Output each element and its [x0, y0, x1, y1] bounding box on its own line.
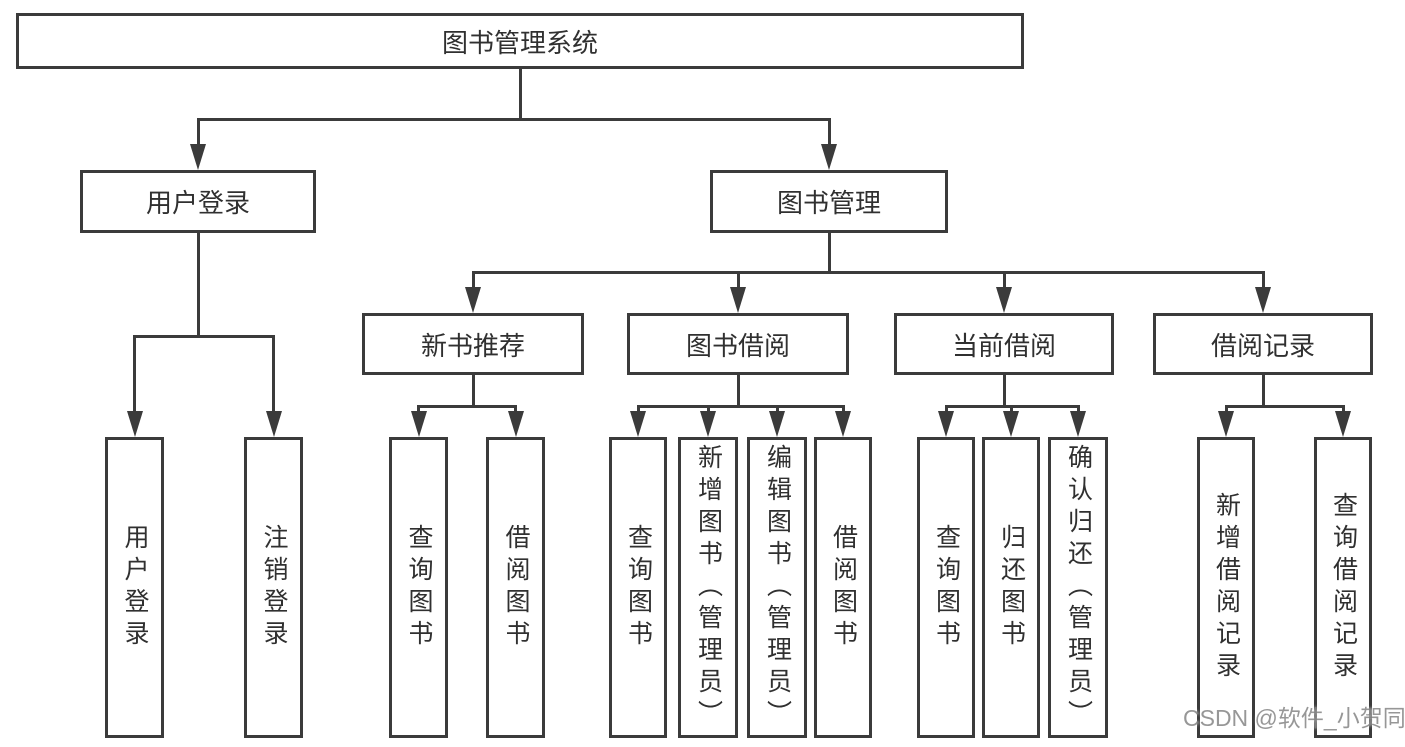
arrow-down-icon	[1255, 287, 1271, 313]
connector-line	[1009, 405, 1013, 414]
arrow-down-icon	[835, 411, 851, 437]
connector-line	[827, 233, 831, 274]
arrow-down-icon	[821, 144, 837, 170]
arrow-down-icon	[126, 411, 143, 437]
node-leaf-query-borrow-record: 查询借阅记录	[1314, 437, 1372, 738]
connector-line	[133, 335, 136, 413]
connector-line	[272, 335, 275, 413]
connector-line	[1261, 271, 1265, 289]
connector-line	[1002, 375, 1006, 408]
node-leaf-confirm-return-admin: 确认归还（管理员）	[1048, 437, 1108, 738]
connector-line	[736, 271, 740, 289]
connector-line	[775, 405, 779, 414]
connector-line	[514, 405, 517, 414]
arrow-down-icon	[190, 144, 206, 170]
node-leaf-borrow-books-borrow: 借阅图书	[814, 437, 872, 738]
arrow-down-icon	[265, 411, 282, 437]
node-book-management: 图书管理	[710, 170, 948, 233]
node-borrow-records: 借阅记录	[1153, 313, 1373, 375]
connector-line	[196, 233, 200, 338]
connector-line	[471, 271, 475, 289]
node-leaf-query-books-borrow: 查询图书	[609, 437, 667, 738]
connector-line	[1341, 405, 1345, 414]
arrow-down-icon	[938, 411, 954, 437]
connector-line	[736, 375, 740, 408]
connector-line	[471, 375, 475, 408]
connector-line	[1076, 405, 1080, 414]
csdn-watermark: CSDN @软件_小贺同学	[1183, 705, 1405, 731]
connector-line	[417, 405, 517, 408]
node-user-login: 用户登录	[80, 170, 316, 233]
connector-line	[706, 405, 710, 414]
node-current-borrowing: 当前借阅	[894, 313, 1114, 375]
node-book-borrowing: 图书借阅	[627, 313, 849, 375]
arrow-down-icon	[769, 411, 785, 437]
arrow-down-icon	[465, 287, 481, 313]
node-leaf-borrow-books-newbook: 借阅图书	[486, 437, 545, 738]
connector-line	[944, 405, 948, 414]
node-leaf-add-borrow-record: 新增借阅记录	[1197, 437, 1255, 738]
connector-line	[1261, 375, 1265, 408]
connector-line	[1224, 405, 1345, 408]
arrow-down-icon	[410, 411, 427, 437]
connector-line	[841, 405, 845, 414]
node-leaf-logout: 注销登录	[244, 437, 303, 738]
node-leaf-add-books-admin: 新增图书（管理员）	[678, 437, 738, 738]
connector-line	[636, 405, 845, 408]
connector-line	[1002, 271, 1006, 289]
arrow-down-icon	[1218, 411, 1234, 437]
node-root-library-system: 图书管理系统	[16, 13, 1024, 69]
node-leaf-query-books-newbook: 查询图书	[389, 437, 448, 738]
node-leaf-return-books: 归还图书	[982, 437, 1040, 738]
connector-line	[518, 69, 522, 120]
node-leaf-edit-books-admin: 编辑图书（管理员）	[747, 437, 807, 738]
connector-line	[636, 405, 640, 414]
arrow-down-icon	[1335, 411, 1351, 437]
arrow-down-icon	[1003, 411, 1019, 437]
arrow-down-icon	[1070, 411, 1086, 437]
arrow-down-icon	[996, 287, 1012, 313]
connector-line	[417, 405, 420, 414]
connector-line	[1224, 405, 1228, 414]
arrow-down-icon	[507, 411, 524, 437]
node-leaf-query-books-current: 查询图书	[917, 437, 975, 738]
connector-line	[827, 118, 831, 146]
arrow-down-icon	[700, 411, 716, 437]
connector-line	[471, 271, 1265, 274]
node-new-book-recommend: 新书推荐	[362, 313, 584, 375]
connector-line	[133, 335, 275, 338]
connector-line	[196, 118, 200, 146]
arrow-down-icon	[730, 287, 746, 313]
arrow-down-icon	[630, 411, 646, 437]
node-leaf-user-login: 用户登录	[105, 437, 164, 738]
connector-line	[196, 118, 831, 121]
